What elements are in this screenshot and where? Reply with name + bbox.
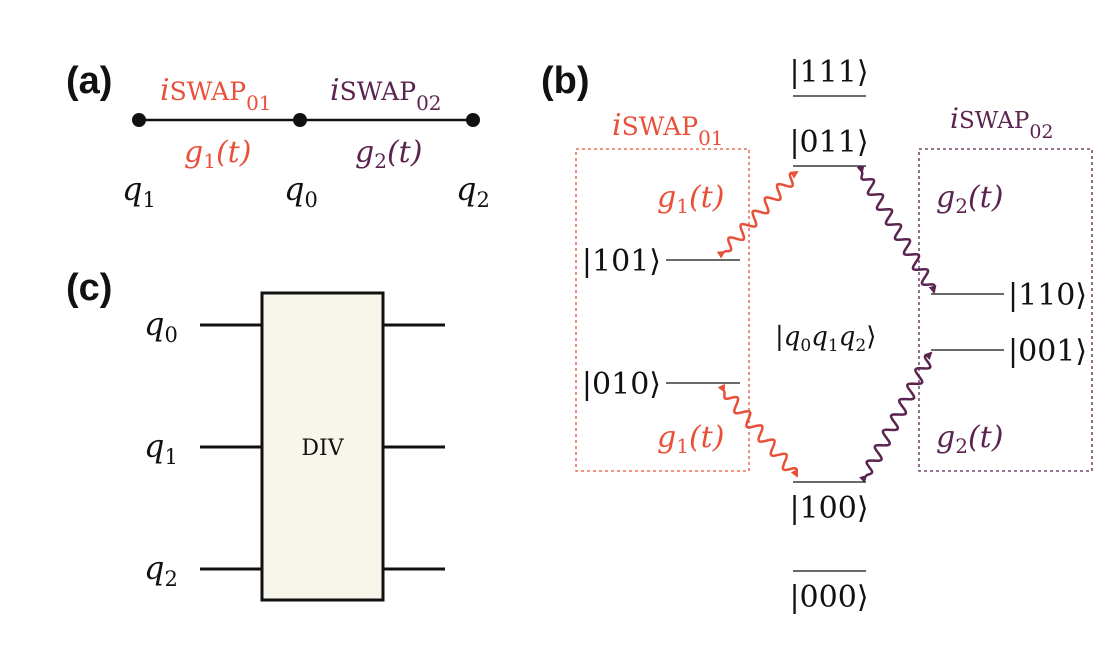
iswap02-region-title: iSWAP02 (950, 102, 1054, 143)
panel-c-label: (c) (66, 267, 112, 309)
level-label-101: |101⟩ (582, 244, 661, 279)
panel-b: (b) iSWAP01 iSWAP02 |111⟩ |011⟩ |100⟩ |0… (541, 55, 1093, 615)
coupling-arrow-100-001 (858, 351, 933, 484)
level-label-010: |010⟩ (582, 367, 661, 402)
coupling-label-g2-lower: g2(t) (936, 420, 1003, 458)
coupling-label-g2-upper: g2(t) (936, 180, 1003, 218)
div-gate-box (260, 291, 385, 602)
panel-a: (a) iSWAP01 iSWAP02 g1(t) g2(t) q1 q0 q2 (66, 60, 490, 212)
div-gate-label: DIV (301, 436, 344, 461)
panel-b-label: (b) (541, 60, 590, 102)
wire-label-q0: q0 (144, 305, 178, 347)
gate-label-iswap02: iSWAP02 (330, 73, 442, 115)
center-basis-label: |q0q1q2⟩ (775, 322, 876, 356)
level-label-001: |001⟩ (1008, 334, 1087, 369)
qubit-label-q1: q1 (122, 170, 156, 212)
panel-c: (c) DIV q0 q1 q2 (66, 267, 445, 602)
coupling-arrow-010-100 (717, 383, 799, 478)
qubit-node-q0 (293, 113, 307, 127)
level-label-110: |110⟩ (1008, 278, 1087, 313)
level-label-100: |100⟩ (789, 491, 868, 526)
qubit-label-q2: q2 (456, 170, 490, 212)
iswap01-region-box (575, 148, 750, 472)
gate-label-iswap01: iSWAP01 (160, 73, 272, 115)
panel-a-label: (a) (66, 60, 112, 102)
level-label-000: |000⟩ (789, 580, 868, 615)
level-label-111: |111⟩ (789, 55, 868, 90)
coupling-arrow-011-110 (856, 165, 937, 294)
qubit-node-q1 (132, 113, 146, 127)
iswap01-region-title: iSWAP01 (612, 108, 724, 150)
wire-label-q1: q1 (144, 427, 178, 469)
coupling-label-g2: g2(t) (355, 135, 422, 173)
qubit-node-q2 (466, 113, 480, 127)
coupling-label-g1-upper: g1(t) (657, 180, 724, 218)
qubit-label-q0: q0 (284, 170, 318, 212)
coupling-arrow-101-011 (716, 170, 799, 259)
iswap02-region-box (918, 148, 1093, 472)
wire-label-q2: q2 (144, 549, 178, 591)
coupling-label-g1: g1(t) (184, 135, 251, 173)
level-label-011: |011⟩ (789, 125, 868, 160)
coupling-label-g1-lower: g1(t) (657, 420, 724, 458)
